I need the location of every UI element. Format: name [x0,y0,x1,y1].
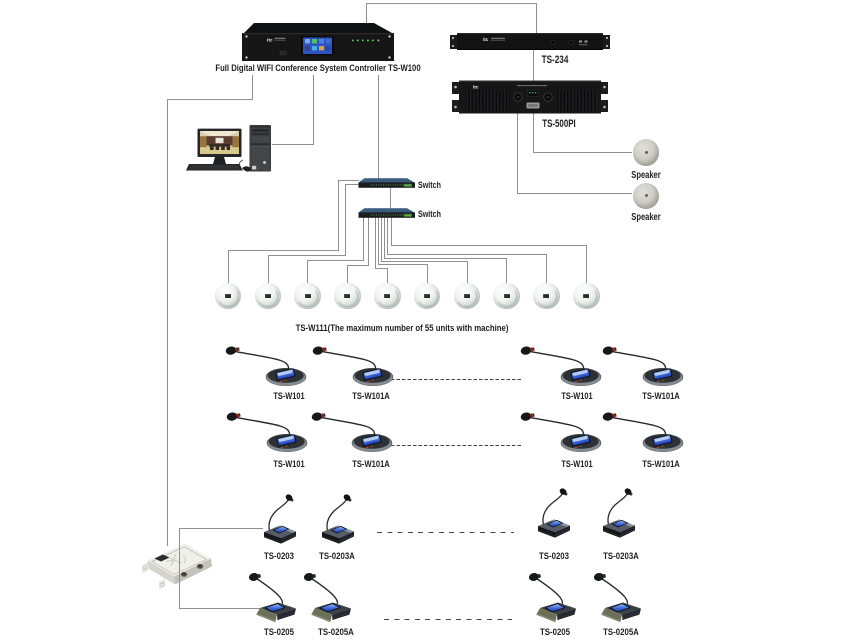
svg-text:itc: itc [483,37,489,42]
svg-text:itc: itc [473,85,479,90]
svg-text:itc: itc [267,38,273,44]
